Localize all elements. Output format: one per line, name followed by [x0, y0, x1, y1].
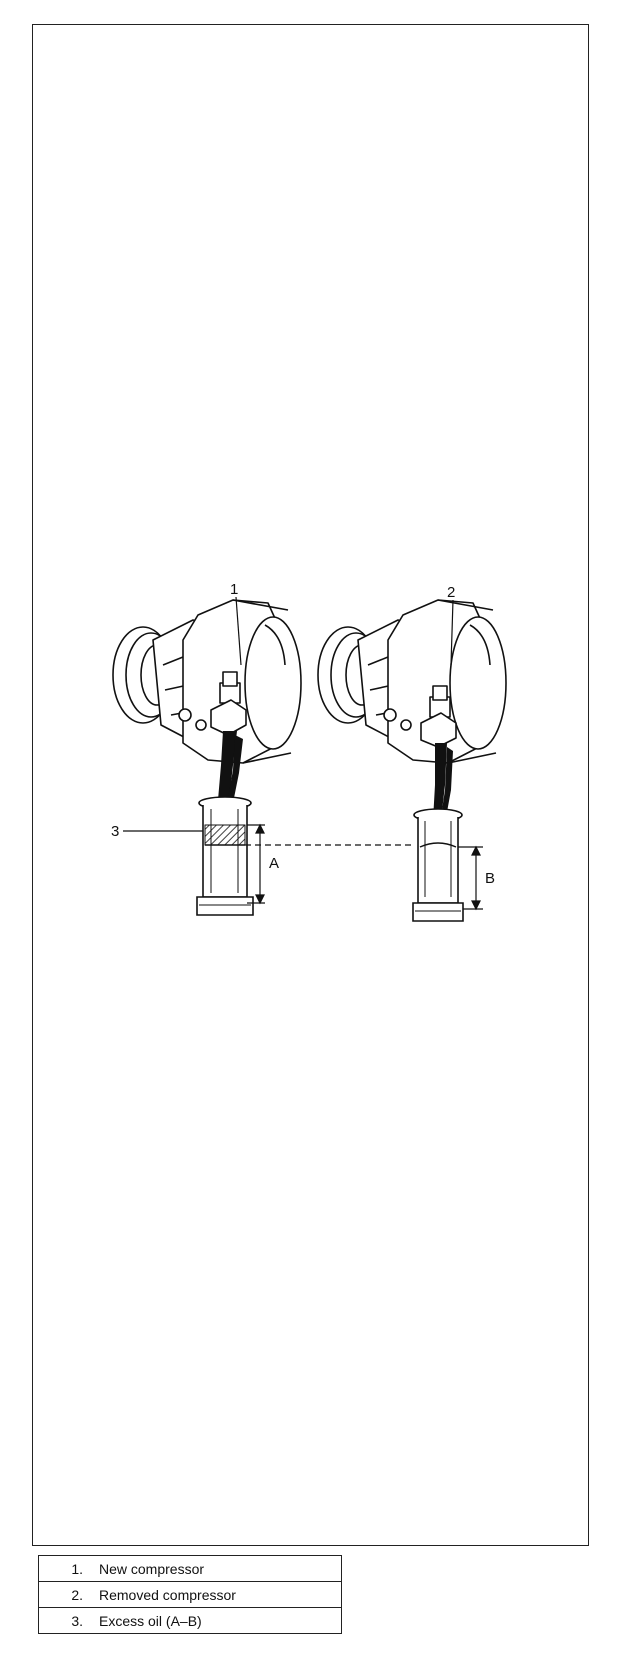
- legend-item-number: 2.: [71, 1586, 83, 1603]
- legend-row: 3. Excess oil (A–B): [38, 1607, 342, 1634]
- dimension-a-line: [247, 823, 265, 905]
- new-compressor-illustration: [112, 599, 302, 764]
- removed-compressor-oil-cylinder: [412, 808, 464, 922]
- callout-2: 2: [447, 584, 455, 601]
- legend-item-number: 1.: [71, 1560, 83, 1577]
- legend-item-text: Removed compressor: [99, 1586, 236, 1603]
- callout-1: 1: [230, 581, 238, 598]
- legend-table: 1. New compressor 2. Removed compressor 3.…: [38, 1555, 342, 1634]
- legend-item-text: Excess oil (A–B): [99, 1612, 202, 1629]
- callout-3: 3: [111, 823, 119, 840]
- compressor-oil-diagram: 1 2 3 A B: [111, 581, 507, 922]
- figure-frame: 1 2 3 A B: [32, 24, 589, 1546]
- legend-row: 1. New compressor: [38, 1555, 342, 1582]
- dimension-a-label: A: [269, 855, 279, 872]
- dimension-b-line: [458, 845, 483, 911]
- removed-compressor-illustration: [317, 599, 507, 764]
- legend-row: 2. Removed compressor: [38, 1581, 342, 1608]
- new-compressor-oil-stream: [218, 731, 243, 803]
- legend-item-text: New compressor: [99, 1560, 205, 1577]
- legend-item-number: 3.: [71, 1612, 83, 1629]
- dimension-b-label: B: [485, 870, 495, 887]
- new-compressor-oil-cylinder: [196, 796, 254, 916]
- removed-compressor-oil-stream: [433, 743, 453, 823]
- removed-compressor-leader: [450, 599, 454, 666]
- new-compressor-leader: [235, 596, 242, 666]
